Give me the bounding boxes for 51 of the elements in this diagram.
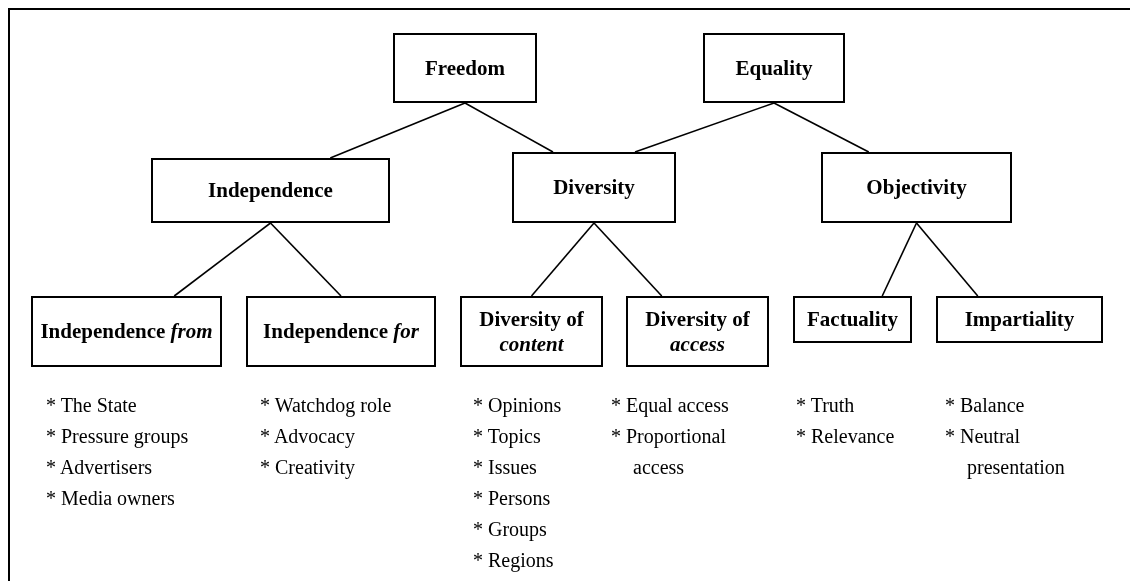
list-item: * Truth <box>795 393 856 418</box>
connector-line <box>329 102 466 159</box>
concept-box <box>626 296 769 367</box>
connector-line <box>530 222 595 297</box>
box-label: Equality <box>735 55 813 81</box>
list-item: * Pressure groups <box>45 424 190 450</box>
concept-box <box>246 296 436 367</box>
list-item: * Issues <box>472 455 538 480</box>
box-label: Independence from <box>40 319 213 344</box>
connector-line <box>464 102 554 153</box>
list-item: * Advertisers <box>45 455 154 480</box>
box-label: Independence <box>208 178 333 203</box>
list-item: * Watchdog role <box>259 393 393 419</box>
concept-box <box>151 158 390 223</box>
concept-box <box>31 296 222 367</box>
concept-box <box>393 33 537 103</box>
list-item: * Opinions <box>472 393 563 419</box>
list-item: * Neutral presentation <box>944 424 1066 481</box>
list-item: * Media owners <box>45 486 176 511</box>
concept-box <box>512 152 676 223</box>
box-label: Diversity of content <box>478 307 585 356</box>
concept-box <box>703 33 845 103</box>
box-label: Freedom <box>424 55 506 81</box>
concept-box <box>793 296 912 343</box>
list-item: * Proportional access <box>610 424 727 480</box>
concept-box <box>460 296 603 367</box>
box-label: Diversity <box>553 175 635 200</box>
list-item: * Regions <box>472 548 555 574</box>
concept-box <box>936 296 1103 343</box>
connector-line <box>269 222 342 297</box>
list-item: * The State <box>45 393 138 418</box>
connector-line <box>915 222 979 297</box>
connector-line <box>173 222 272 297</box>
connector-line <box>593 222 663 297</box>
connector-line <box>634 102 775 153</box>
list-item: * Advocacy <box>259 424 356 450</box>
box-label: Factuality <box>807 307 898 332</box>
concept-box <box>821 152 1012 223</box>
list-item: * Balance <box>944 393 1026 418</box>
connector-line <box>773 102 870 153</box>
box-label: Diversity of access <box>644 307 751 356</box>
connector-line <box>881 222 918 297</box>
list-item: * Persons <box>472 486 552 511</box>
box-label: Impartiality <box>964 307 1075 332</box>
list-item: * Topics <box>472 424 542 450</box>
box-label: Objectivity <box>866 175 967 200</box>
list-item: * Equal access <box>610 393 730 419</box>
box-label: Independence for <box>263 319 419 344</box>
list-item: * Creativity <box>259 455 356 481</box>
list-item: * Groups <box>472 517 548 543</box>
list-item: * Relevance <box>795 424 896 449</box>
